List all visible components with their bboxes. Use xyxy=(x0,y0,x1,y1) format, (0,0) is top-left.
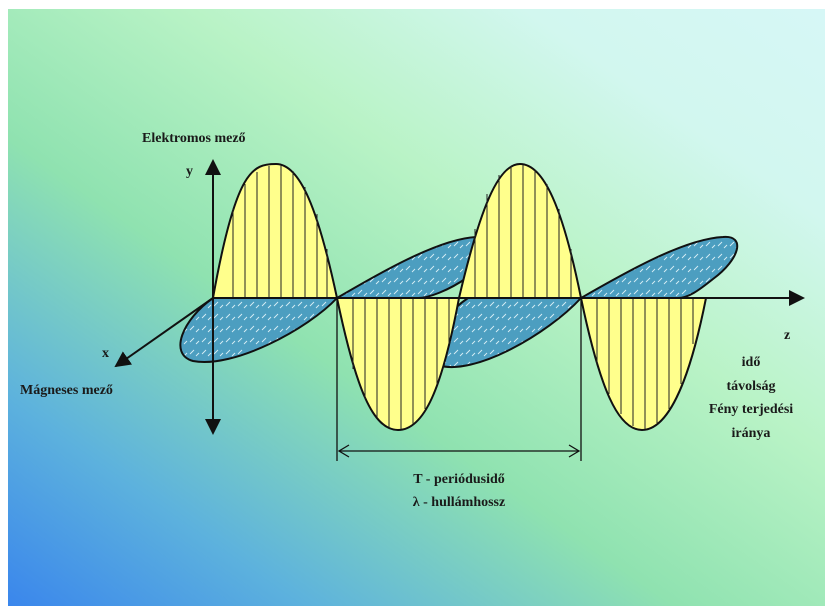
z-note-time: idő xyxy=(742,355,761,370)
slide-background: Elektromos mező y x Mágneses mező z idő … xyxy=(8,9,825,606)
period-label: T - periódusidő xyxy=(413,472,505,487)
x-axis xyxy=(114,297,214,368)
electric-lobe-1 xyxy=(211,162,339,299)
electric-hatching xyxy=(232,165,694,429)
y-axis-label: y xyxy=(186,164,193,179)
z-axis-label: z xyxy=(784,328,790,343)
wavelength-bracket xyxy=(336,298,582,461)
electric-lobe-4 xyxy=(579,297,708,432)
z-note-distance: távolság xyxy=(727,379,776,394)
electric-field-label: Elektromos mező xyxy=(142,131,246,146)
x-axis-label: x xyxy=(102,346,109,361)
z-note-light-propagation: Fény terjedési xyxy=(709,402,793,417)
magnetic-lobe-1 xyxy=(179,297,340,364)
electric-lobe-3 xyxy=(457,162,583,299)
wavelength-label: λ - hullámhossz xyxy=(413,495,505,510)
electric-lobe-2 xyxy=(335,297,461,432)
magnetic-lobe-4 xyxy=(577,235,739,299)
magnetic-field-label: Mágneses mező xyxy=(20,383,113,398)
z-note-direction: iránya xyxy=(732,426,771,441)
em-wave-diagram: Elektromos mező y x Mágneses mező z idő … xyxy=(20,131,805,510)
